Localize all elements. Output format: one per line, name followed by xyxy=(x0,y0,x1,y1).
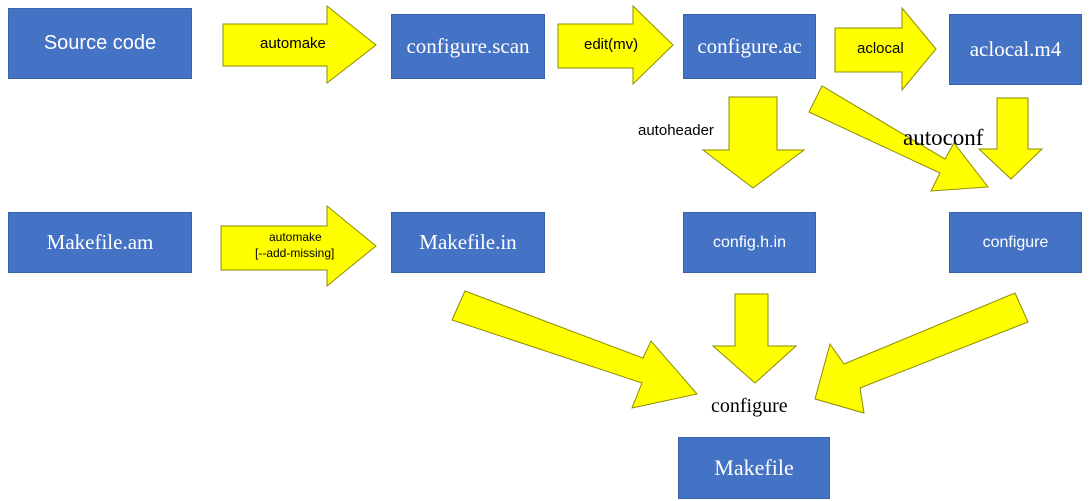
automake-add-missing-arrow xyxy=(220,204,378,288)
edge-label-automake-add-missing-2: [--add-missing] xyxy=(255,246,335,260)
node-configure-label: configure xyxy=(982,233,1049,251)
aclocal-arrow xyxy=(834,6,938,92)
node-config-h-in: config.h.in xyxy=(683,212,816,273)
edge-label-autoconf: autoconf xyxy=(903,125,984,150)
edge-label-edit-mv: edit(mv) xyxy=(584,36,639,53)
node-aclocal-m4-label: aclocal.m4 xyxy=(969,37,1062,61)
edge-label-aclocal: aclocal xyxy=(857,40,904,57)
edge-label-autoheader: autoheader xyxy=(638,122,714,139)
node-configure-scan: configure.scan xyxy=(391,14,545,79)
autoheader-arrow xyxy=(701,96,806,190)
automake-arrow xyxy=(222,4,378,85)
node-makefile: Makefile xyxy=(678,437,830,499)
config-h-in-down-arrow xyxy=(711,293,798,385)
node-aclocal-m4: aclocal.m4 xyxy=(949,14,1082,85)
autoconf-arrow xyxy=(808,85,990,193)
node-makefile-in: Makefile.in xyxy=(391,212,545,273)
makefile-in-to-configure-arrow xyxy=(451,290,699,410)
aclocal-m4-down-arrow xyxy=(977,97,1044,181)
edit-mv-arrow xyxy=(557,4,675,86)
node-configure-scan-label: configure.scan xyxy=(406,34,530,58)
node-config-h-in-label: config.h.in xyxy=(713,233,786,251)
edge-label-automake-add-missing-1: automake xyxy=(269,230,322,244)
node-configure-ac: configure.ac xyxy=(683,14,816,79)
node-makefile-label: Makefile xyxy=(714,455,794,480)
configure-to-configure-step-arrow xyxy=(814,292,1030,416)
node-source-code: Source code xyxy=(8,8,192,79)
edge-label-automake: automake xyxy=(260,35,326,52)
node-makefile-am-label: Makefile.am xyxy=(46,230,154,254)
edge-label-configure-step: configure xyxy=(711,395,788,417)
node-source-code-label: Source code xyxy=(43,32,157,54)
node-makefile-am: Makefile.am xyxy=(8,212,192,273)
node-makefile-in-label: Makefile.in xyxy=(419,230,517,254)
node-configure-ac-label: configure.ac xyxy=(697,34,802,58)
node-configure: configure xyxy=(949,212,1082,273)
